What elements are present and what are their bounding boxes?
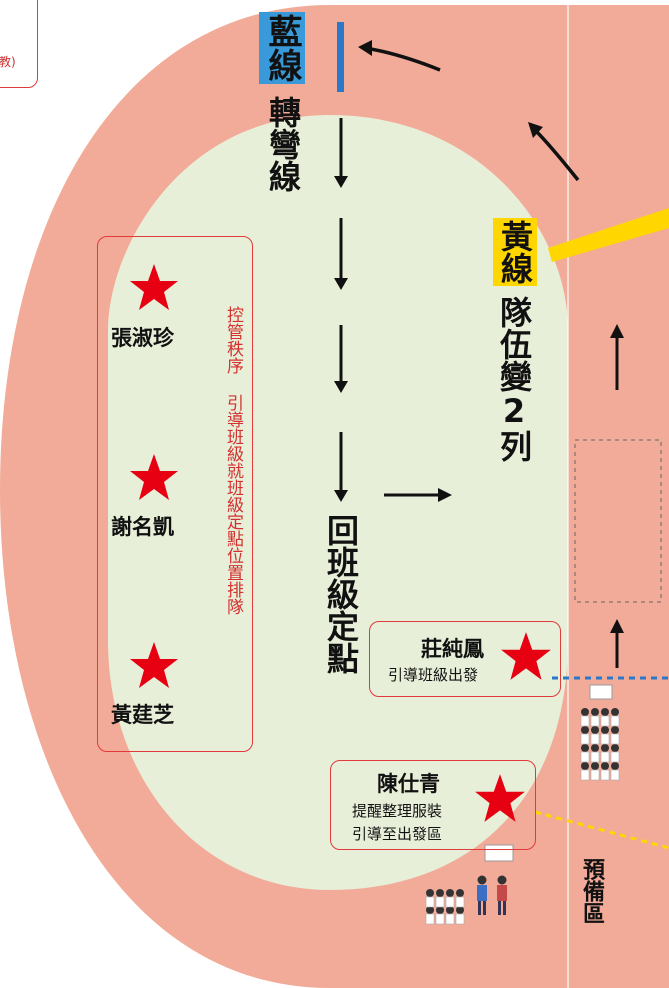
yellow-line-label: 黃線 — [493, 218, 537, 286]
yellow-dotted-line — [534, 810, 669, 850]
staging-rectangle — [574, 439, 662, 603]
chen-duty-line2: 引導至出發區 — [352, 825, 443, 843]
zhuang-staff-box — [369, 621, 561, 697]
left-staff-box — [97, 236, 253, 752]
chen-staff-box — [330, 760, 536, 850]
staff-name-3: 黃莛芝 — [111, 703, 174, 727]
staff-name-2: 謝名凱 — [111, 515, 174, 539]
track-straight — [568, 5, 669, 988]
zhuang-name: 莊純鳳 — [421, 637, 484, 661]
yellow-line-marker — [548, 208, 669, 262]
corner-note-box: 教) — [0, 0, 38, 88]
left-box-duty: 控管秩序 引導班級就班級定點位置排隊 — [223, 306, 243, 615]
star-icon — [130, 264, 178, 310]
star-icon — [501, 632, 551, 680]
students-group-1 — [580, 684, 620, 781]
chen-name: 陳仕青 — [377, 772, 440, 796]
down-arrows — [334, 118, 348, 502]
staff-name-1: 張淑珍 — [111, 326, 174, 350]
star-icon — [130, 642, 178, 688]
star-icon — [130, 454, 178, 500]
return-to-spot-label: 回班級定點 — [322, 514, 360, 674]
formation-label: 隊伍變2列 — [495, 296, 533, 462]
up-arrows — [610, 324, 624, 668]
blue-line-label: 藍線 — [259, 12, 305, 84]
students-group-2 — [425, 844, 514, 925]
zhuang-duty: 引導班級出發 — [388, 666, 479, 684]
curve-arrow-right — [533, 128, 580, 182]
star-icon — [475, 774, 525, 822]
turn-line-label: 轉彎線 — [264, 96, 302, 192]
prep-area-label: 預備區 — [579, 858, 604, 924]
blue-line-marker — [337, 22, 344, 92]
corner-note-line3: 教) — [0, 55, 16, 69]
chen-duty-line1: 提醒整理服裝 — [352, 802, 443, 820]
